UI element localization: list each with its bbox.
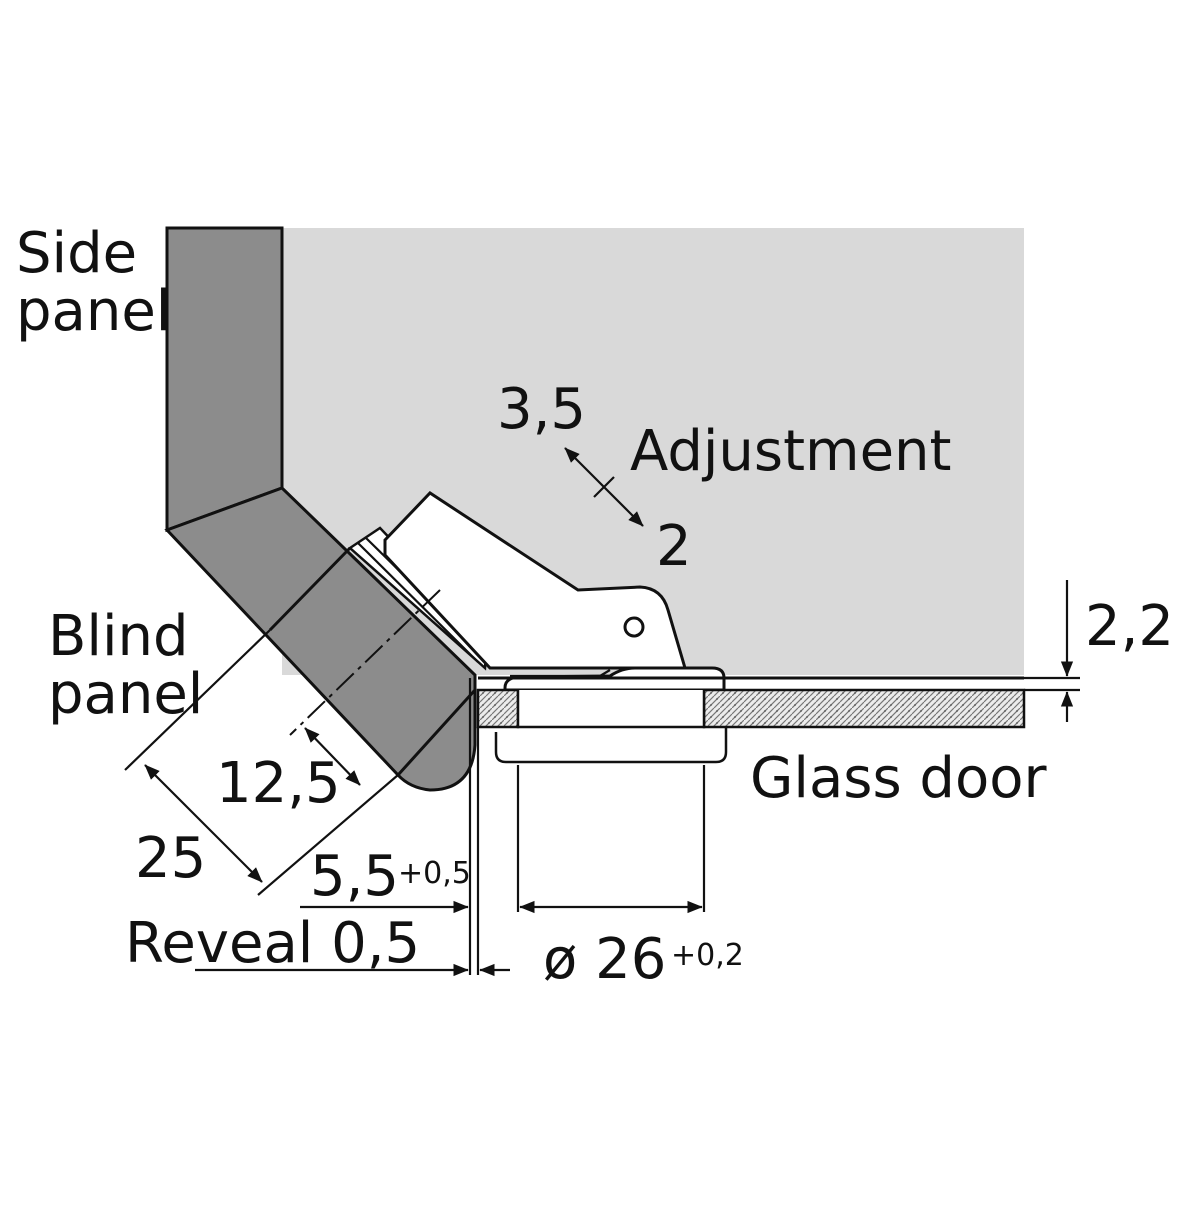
reveal-label: Reveal 0,5 — [125, 911, 420, 976]
dimension-25-label: 25 — [135, 826, 206, 891]
hinge-cup-outline — [494, 727, 728, 764]
blind-panel-division — [268, 546, 352, 632]
dimension-12-5-label: 12,5 — [216, 751, 341, 816]
extension-line — [257, 774, 399, 896]
blind-panel-label-1: Blind — [48, 604, 189, 669]
glass-door-label: Glass door — [750, 746, 1047, 811]
glass-door-left — [476, 688, 520, 729]
hinge-screw-hole — [623, 616, 645, 638]
blind-panel-division — [396, 688, 477, 777]
adjustment-tick — [593, 476, 615, 498]
adjustment-minus-value: 2 — [656, 514, 692, 579]
center-line — [289, 589, 441, 736]
side-panel — [165, 226, 284, 533]
hinge-cup — [516, 690, 706, 729]
adjustment-plus-value: 3,5 — [497, 377, 586, 442]
side-panel-label-2: panel — [16, 279, 171, 344]
dimension-5-5-tolerance: +0,5 — [398, 856, 471, 891]
dimension-5-5-label: 5,5 — [310, 844, 399, 909]
side-panel-label-1: Side — [16, 221, 137, 286]
adjustment-label: Adjustment — [630, 419, 952, 484]
dimension-2-2-label: 2,2 — [1085, 594, 1174, 659]
glass-door-right — [702, 688, 1026, 729]
diameter-tolerance: +0,2 — [671, 938, 744, 973]
blind-panel — [164, 486, 477, 792]
diameter-label: ø 26 — [543, 927, 666, 992]
dimension-12-5-line — [304, 727, 361, 786]
dimension-25-line — [144, 764, 263, 883]
blind-panel-label-2: panel — [48, 662, 203, 727]
extension-line — [124, 629, 271, 771]
